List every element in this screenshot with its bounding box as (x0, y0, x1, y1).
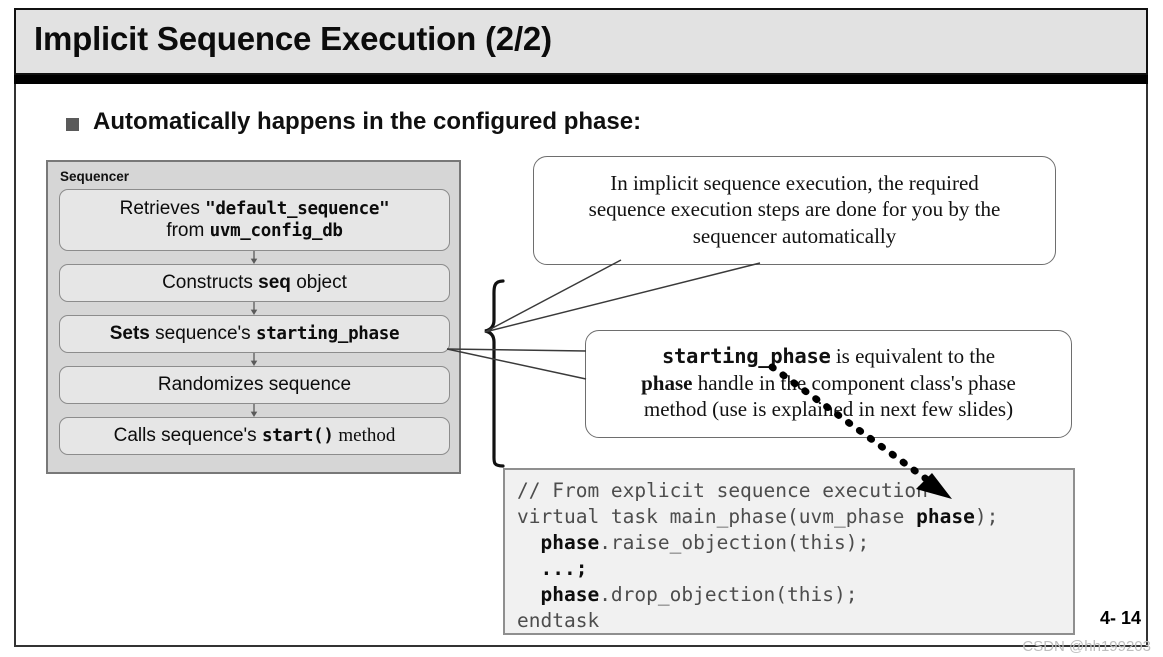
step1-line1-prefix: Retrieves (119, 198, 206, 220)
bullet-square-icon (66, 117, 79, 131)
callout2-line1: starting_phase is equivalent to the (602, 343, 1055, 370)
code-line: virtual task main_phase(uvm_phase phase)… (517, 504, 1073, 530)
callout2-line1-rest: is equivalent to the (830, 344, 996, 368)
callout1-line3: sequencer automatically (692, 223, 897, 248)
step-constructs-seq-object: Constructs seq object (59, 264, 450, 302)
callout2-line3: method (use is explained in next few sli… (643, 397, 1014, 422)
flow-arrow-3 (250, 353, 257, 366)
slide-body-frame (14, 84, 1148, 647)
step-calls-start-method: Calls sequence's start() method (59, 417, 450, 455)
sequencer-panel: Sequencer Retrieves "default_sequence" f… (46, 160, 461, 474)
step3-prefix: sequence's (149, 323, 256, 345)
code-line: endtask (517, 608, 1073, 634)
step5-prefix: Calls sequence's (113, 425, 262, 447)
page-number: 4- 14 (1099, 608, 1141, 628)
callout2-line2: phase handle in the component class's ph… (602, 370, 1055, 396)
bullet-text: Automatically happens in the configured … (93, 108, 642, 135)
callout2-line2-rest: handle in the component class's phase (692, 370, 1016, 395)
code-token-bold: phase (540, 530, 600, 554)
step1-line1-mono: "default_sequence" (205, 199, 390, 220)
step2-bold: seq (258, 272, 291, 294)
step2-prefix: Constructs (162, 272, 259, 294)
callout2-line1-mono: starting_phase (661, 344, 831, 368)
step-randomizes-sequence: Randomizes sequence (59, 366, 450, 404)
code-token: endtask (517, 608, 600, 632)
callout2-line2-bold: phase (641, 370, 693, 395)
code-line: ...; (517, 556, 1073, 582)
code-token-bold: phase (916, 504, 975, 528)
step1-line2-mono: uvm_config_db (209, 221, 343, 241)
code-token (517, 583, 540, 606)
code-token: ); (974, 504, 999, 528)
step5-suffix: method (333, 425, 396, 447)
step5-mono: start() (261, 426, 334, 447)
step-retrieves-default-sequence: Retrieves "default_sequence" from uvm_co… (59, 189, 450, 251)
header-underline (14, 75, 1148, 84)
page-title: Implicit Sequence Execution (2/2) (34, 20, 552, 57)
code-token (517, 531, 540, 554)
step-sets-starting-phase: Sets sequence's starting_phase (59, 315, 450, 353)
step1-line2-prefix: from (166, 220, 210, 241)
code-line: phase.drop_objection(this); (517, 582, 1073, 608)
callout-starting-phase-note: starting_phase is equivalent to the phas… (585, 330, 1072, 438)
flow-arrow-4 (250, 404, 257, 417)
callout1-line1: In implicit sequence execution, the requ… (610, 171, 979, 195)
code-token-bold: phase (540, 582, 600, 606)
step2-suffix: object (290, 272, 347, 294)
code-token: virtual task main_phase(uvm_phase (517, 504, 917, 528)
callout1-line2: sequence execution steps are done for yo… (588, 197, 1001, 222)
watermark-text: CSDN @hh199203 (1022, 638, 1151, 655)
code-token (517, 557, 540, 580)
code-token: // From explicit sequence execution (517, 479, 928, 502)
callout-implicit-execution-note: In implicit sequence execution, the requ… (533, 156, 1056, 265)
step3-bold: Sets (109, 323, 150, 345)
code-token-bold: ...; (540, 556, 588, 580)
flow-arrow-1 (250, 251, 257, 264)
step4-text: Randomizes sequence (157, 374, 352, 396)
code-token: .drop_objection(this); (599, 582, 858, 606)
slide-header-band (14, 8, 1148, 75)
sequencer-label: Sequencer (60, 169, 130, 184)
step3-mono: starting_phase (255, 324, 400, 345)
flow-arrow-2 (250, 302, 257, 315)
code-line: // From explicit sequence execution (517, 478, 1073, 504)
bullet-row: Automatically happens in the configured … (66, 108, 641, 136)
code-line: phase.raise_objection(this); (517, 530, 1073, 556)
code-token: .raise_objection(this); (599, 530, 870, 554)
